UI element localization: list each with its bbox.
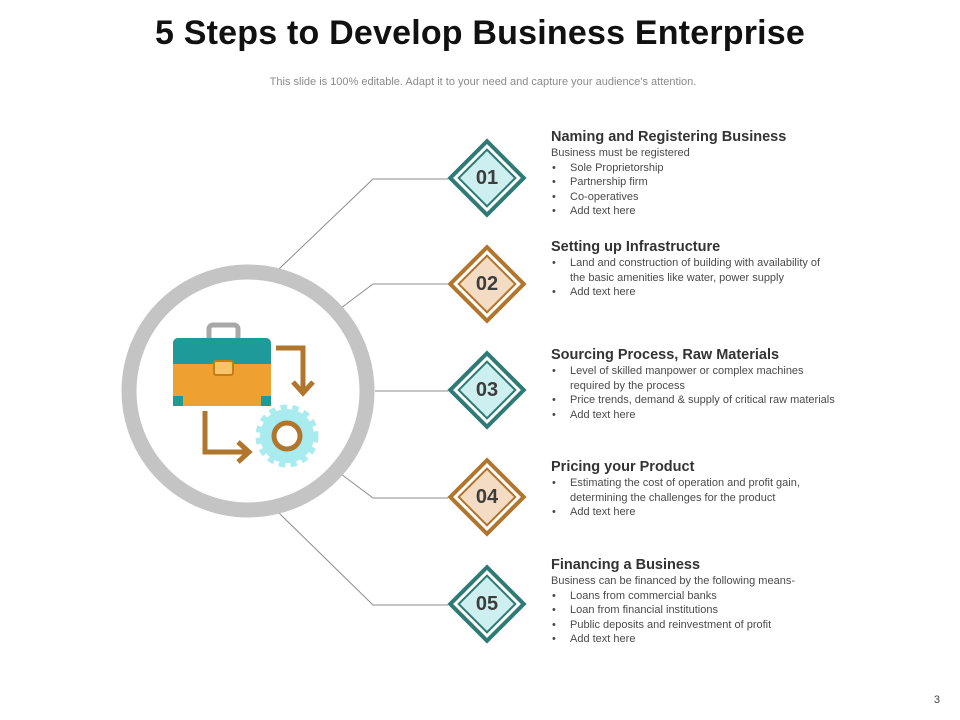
step-title: Financing a Business bbox=[551, 557, 701, 573]
step-title: Naming and Registering Business bbox=[551, 129, 787, 145]
step-title: Setting up Infrastructure bbox=[551, 239, 721, 255]
connector-line-01 bbox=[278, 178, 448, 270]
step-block-04: Pricing your Product Estimating the cost… bbox=[551, 458, 836, 520]
arrow-down-icon bbox=[276, 345, 315, 397]
step-bullet-list: Land and construction of building with a… bbox=[551, 256, 821, 300]
step-bullet-list: Estimating the cost of operation and pro… bbox=[551, 476, 836, 520]
slide-subtitle: This slide is 100% editable. Adapt it to… bbox=[269, 76, 697, 88]
step-bullet-list: Loans from commercial banks Loan from fi… bbox=[551, 589, 891, 647]
connector-line-04 bbox=[340, 473, 448, 499]
bullet-item: Partnership firm bbox=[551, 175, 891, 190]
bullet-item: Level of skilled manpower or complex mac… bbox=[551, 364, 820, 393]
connector-line-05 bbox=[278, 512, 448, 606]
bullet-item: Loan from financial institutions bbox=[551, 603, 891, 618]
bullet-item: Loans from commercial banks bbox=[551, 589, 891, 604]
step-number-05: 05 bbox=[475, 593, 499, 615]
bullet-item: Estimating the cost of operation and pro… bbox=[551, 476, 836, 505]
arrow-right-icon bbox=[202, 411, 253, 464]
step-bullet-list: Sole Proprietorship Partnership firm Co-… bbox=[551, 161, 891, 219]
step-bullet-list: Level of skilled manpower or complex mac… bbox=[551, 364, 891, 422]
bullet-item: Co-operatives bbox=[551, 190, 891, 205]
bullet-item: Add text here bbox=[551, 408, 891, 423]
step-intro: Business can be financed by the followin… bbox=[551, 575, 795, 587]
briefcase-icon bbox=[173, 322, 271, 406]
step-number-01: 01 bbox=[475, 167, 499, 189]
step-block-05: Financing a Business Business can be fin… bbox=[551, 556, 891, 647]
page-number: 3 bbox=[933, 694, 940, 706]
bullet-item: Add text here bbox=[551, 632, 891, 647]
step-number-02: 02 bbox=[475, 273, 499, 295]
bullet-item: Add text here bbox=[551, 285, 821, 300]
bullet-item: Land and construction of building with a… bbox=[551, 256, 821, 285]
hub-circle bbox=[121, 264, 375, 518]
step-title: Pricing your Product bbox=[551, 459, 695, 475]
step-block-03: Sourcing Process, Raw Materials Level of… bbox=[551, 346, 891, 422]
slide-title: 5 Steps to Develop Business Enterprise bbox=[154, 14, 806, 52]
step-block-02: Setting up Infrastructure Land and const… bbox=[551, 238, 821, 300]
step-block-01: Naming and Registering Business Business… bbox=[551, 128, 891, 219]
bullet-item: Price trends, demand & supply of critica… bbox=[551, 393, 891, 408]
bullet-item: Public deposits and reinvestment of prof… bbox=[551, 618, 891, 633]
step-number-03: 03 bbox=[475, 379, 499, 401]
bullet-item: Sole Proprietorship bbox=[551, 161, 891, 176]
step-title: Sourcing Process, Raw Materials bbox=[551, 347, 780, 363]
step-intro: Business must be registered bbox=[551, 147, 690, 159]
bullet-item: Add text here bbox=[551, 204, 891, 219]
bullet-item: Add text here bbox=[551, 505, 836, 520]
gear-icon bbox=[255, 404, 319, 468]
connector-line-02 bbox=[340, 283, 448, 309]
step-number-04: 04 bbox=[475, 486, 499, 508]
